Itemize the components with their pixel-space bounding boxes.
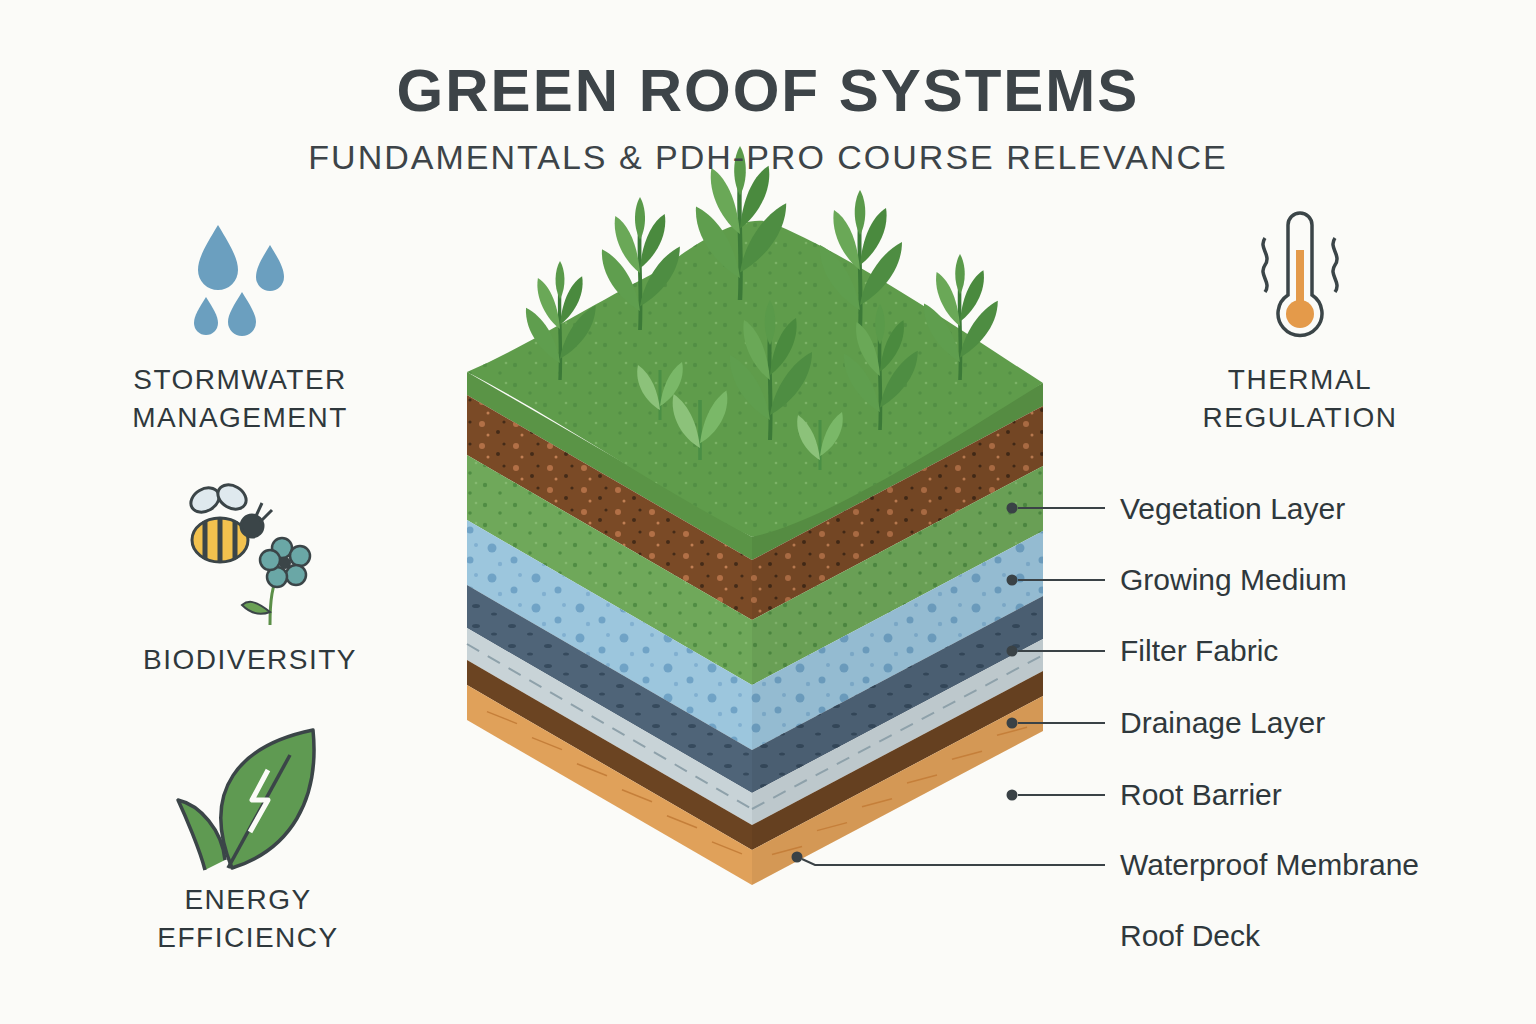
bee-flower-icon — [187, 480, 310, 625]
layer-texture — [667, 816, 697, 828]
layer-texture — [817, 823, 847, 831]
roof-layer-band — [752, 671, 1043, 850]
roof-layer-band — [752, 696, 1043, 885]
layer-label: Roof Deck — [1120, 917, 1520, 955]
roof-layer-band — [467, 685, 752, 885]
layer-label: Drainage Layer — [1120, 704, 1520, 742]
layer-label: Vegetation Layer — [1120, 490, 1520, 528]
top-texture — [467, 221, 1043, 537]
benefit-label: STORMWATER MANAGEMENT — [110, 361, 370, 437]
leader-lines — [793, 504, 1106, 866]
roof-layer-band — [752, 671, 1043, 850]
title: GREEN ROOF SYSTEMS — [218, 53, 1318, 128]
water-drops-icon — [194, 225, 284, 336]
roof-layer-band — [752, 696, 1043, 885]
layer-texture — [622, 790, 652, 802]
benefit-label: BIODIVERSITY — [110, 641, 390, 679]
layer-texture — [532, 738, 562, 750]
layer-label: Waterproof Membrane — [1120, 846, 1520, 884]
roof-layer-band — [467, 660, 752, 850]
layer-texture — [997, 727, 1027, 735]
layer-texture — [467, 644, 752, 809]
layer-texture — [577, 764, 607, 776]
benefit-label: THERMAL REGULATION — [1170, 361, 1430, 437]
layer-texture — [752, 655, 1043, 809]
layer-label: Filter Fabric — [1120, 632, 1520, 670]
layer-texture — [952, 751, 982, 759]
layer-label: Growing Medium — [1120, 561, 1520, 599]
layer-texture — [907, 775, 937, 783]
layer-texture — [487, 712, 517, 724]
thermometer-icon — [1263, 213, 1337, 335]
layer-texture — [862, 799, 892, 807]
energy-leaf-icon — [178, 730, 314, 870]
layer-label: Root Barrier — [1120, 776, 1520, 814]
layer-texture — [712, 842, 742, 854]
benefit-label: ENERGY EFFICIENCY — [118, 881, 378, 957]
top-surface — [467, 221, 1043, 537]
plants — [526, 146, 998, 470]
subtitle: FUNDAMENTALS & PDH-PRO COURSE RELEVANCE — [118, 136, 1418, 179]
